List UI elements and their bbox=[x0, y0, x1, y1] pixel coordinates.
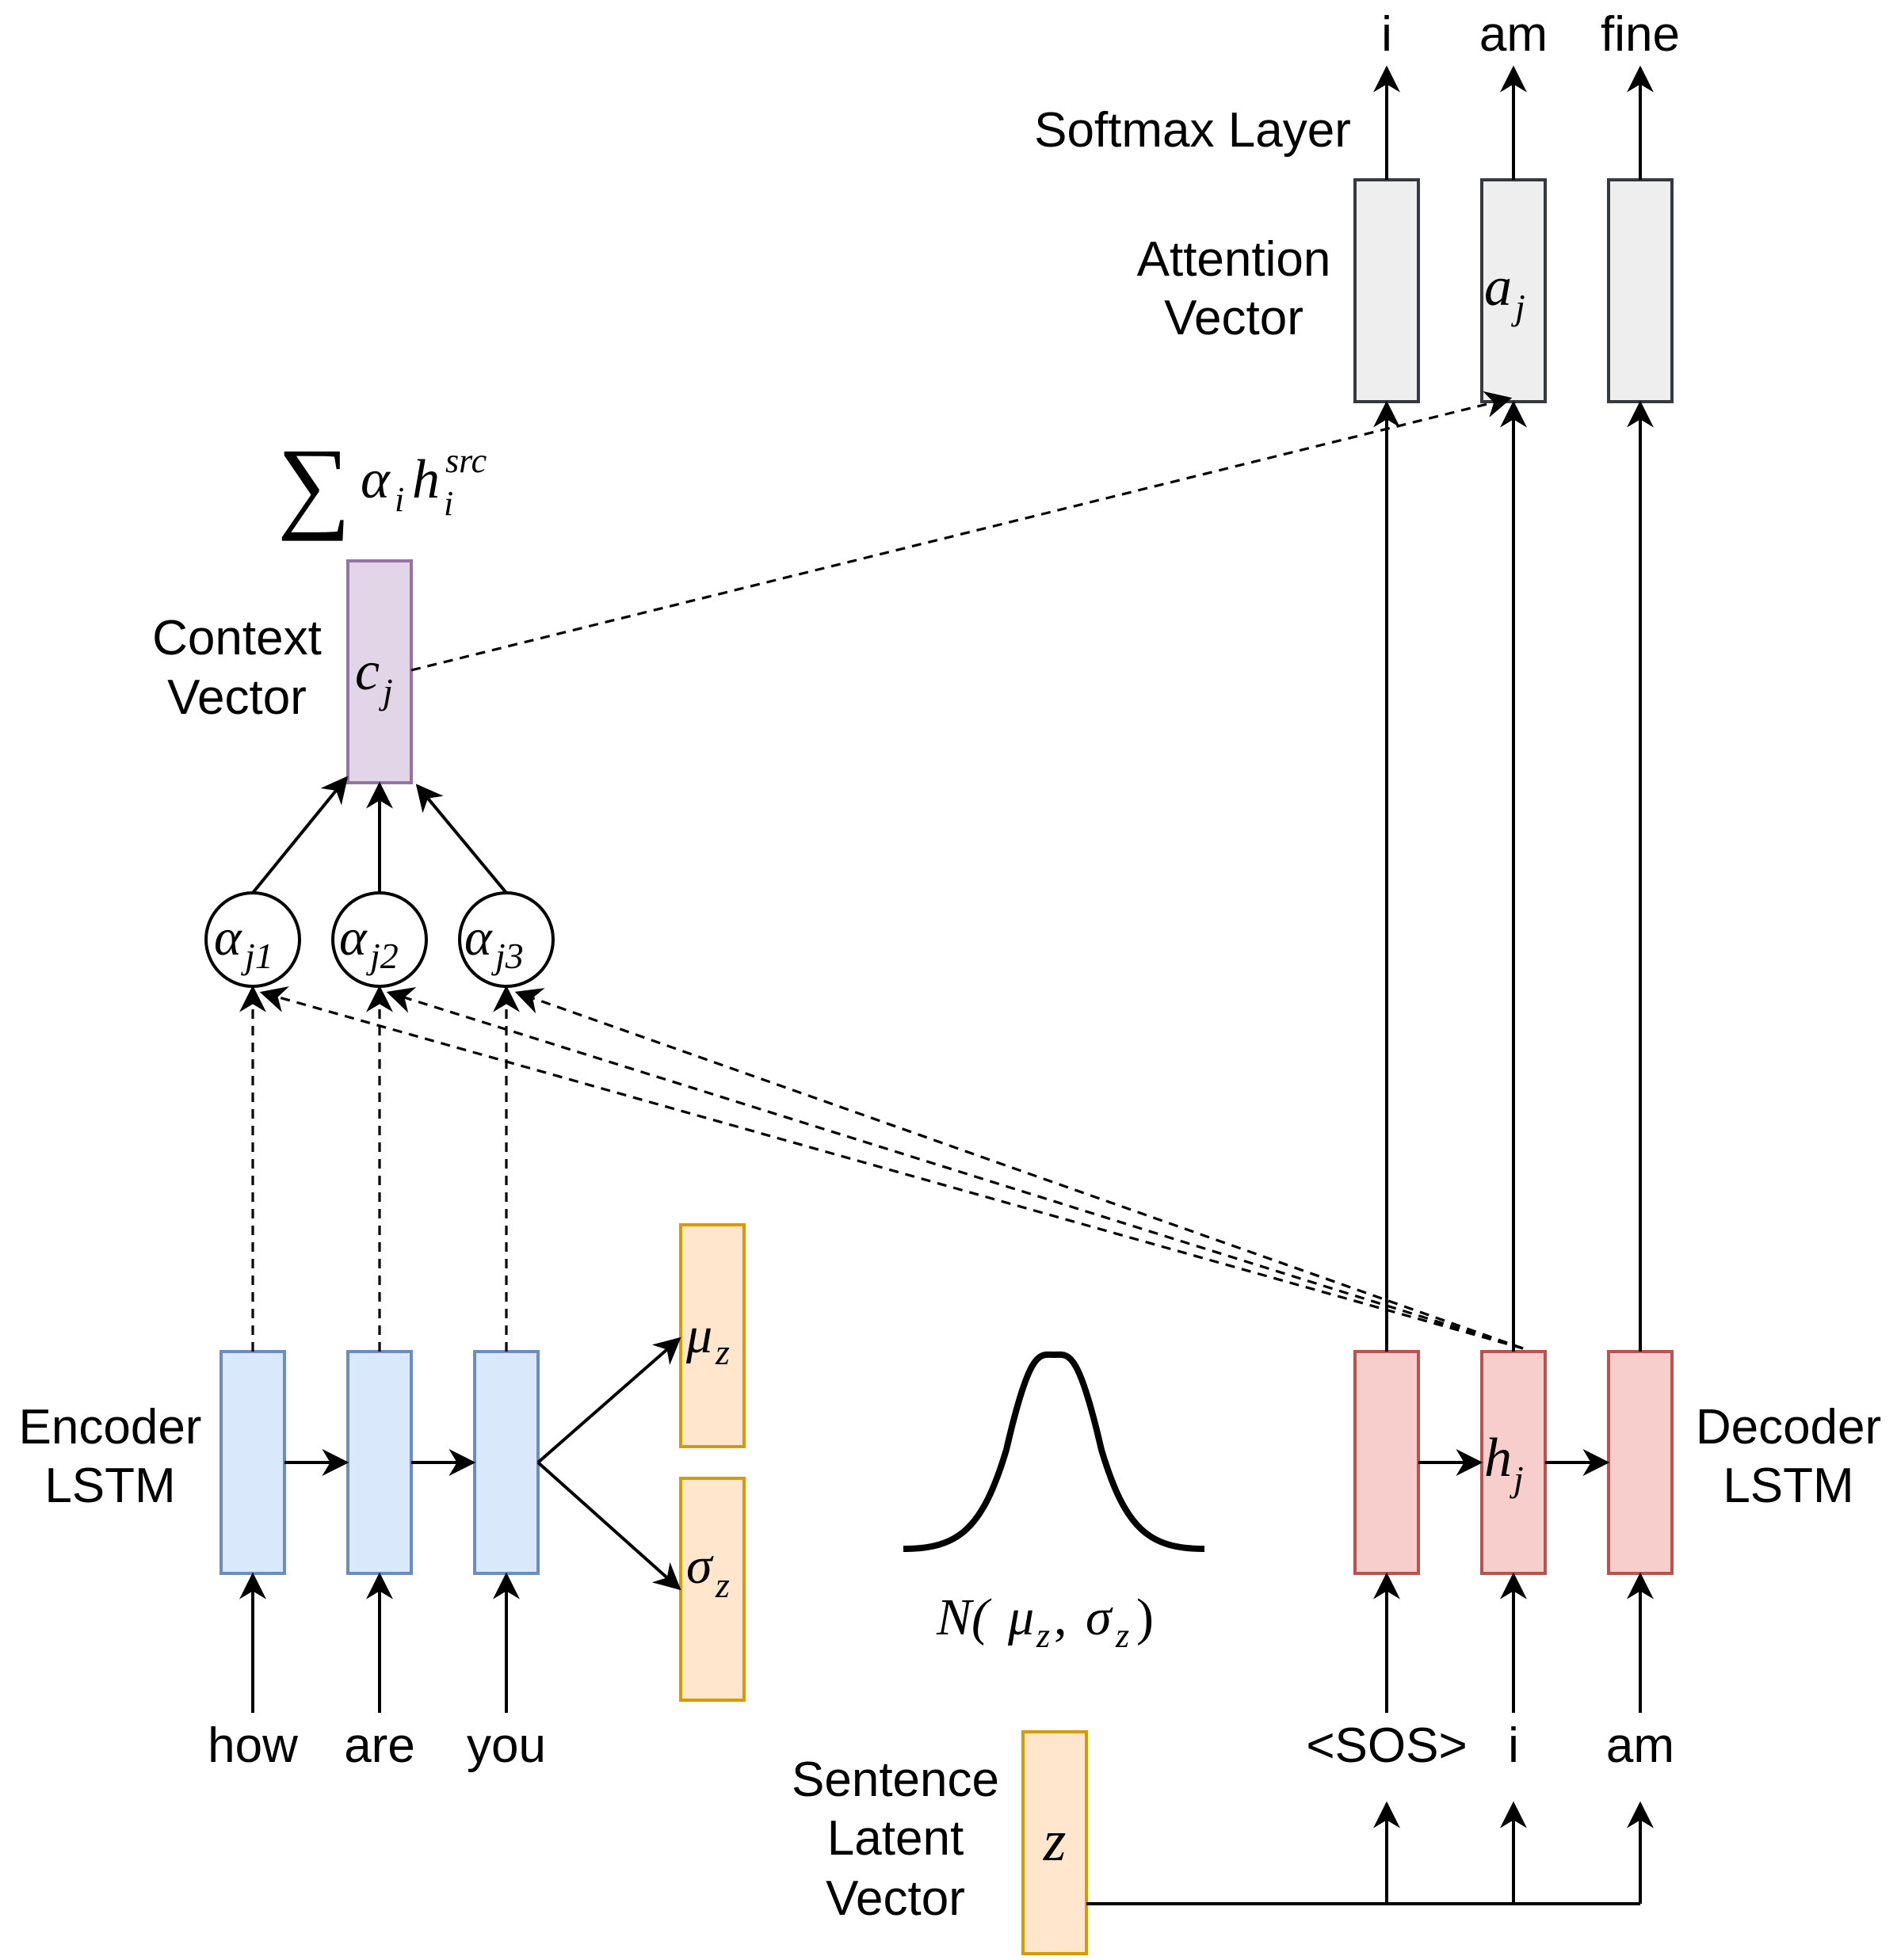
encoder-input-words: how are you bbox=[208, 1718, 546, 1773]
encoder-cell-3 bbox=[473, 1350, 540, 1575]
decoder-to-attention-arrows bbox=[1373, 400, 1654, 1352]
alpha-weight-base: α bbox=[214, 909, 242, 967]
attention-vector-symbol: a j bbox=[1484, 257, 1525, 327]
latent-branch-arrows bbox=[536, 1337, 681, 1591]
sigma-symbol-base: σ bbox=[686, 1537, 714, 1595]
latent-z-box bbox=[1021, 1730, 1088, 1955]
attention-label-line2: Vector bbox=[1164, 291, 1303, 345]
context-symbol-base: c bbox=[355, 641, 380, 702]
context-label-line2: Vector bbox=[167, 670, 307, 725]
decoder-label-line2: LSTM bbox=[1723, 1459, 1853, 1513]
attention-label-line1: Attention bbox=[1137, 232, 1331, 287]
decoder-label-line1: Decoder bbox=[1696, 1400, 1881, 1455]
normal-distribution-curve bbox=[903, 1351, 1205, 1552]
decoder-to-alpha-dashed-arrows bbox=[259, 986, 1524, 1350]
alpha-weight-subscript: j1 bbox=[241, 936, 273, 976]
alpha-weight-subscript: j3 bbox=[491, 936, 524, 976]
mu-symbol: μ z bbox=[685, 1306, 730, 1372]
sum-symbol: ∑ bbox=[277, 428, 351, 542]
latent-to-decoder-lines bbox=[1086, 1801, 1654, 1905]
context-label-line1: Context bbox=[152, 611, 322, 665]
h-subscript: i bbox=[444, 484, 453, 523]
decoder-input-word: <SOS> bbox=[1306, 1718, 1467, 1773]
mu-box bbox=[679, 1223, 746, 1448]
h-symbol: h bbox=[412, 449, 440, 510]
output-words: i am fine bbox=[1381, 7, 1680, 62]
encoder-cell-1 bbox=[219, 1350, 286, 1575]
normal-comma: , bbox=[1054, 1588, 1067, 1646]
attention-cell-3 bbox=[1607, 178, 1674, 403]
attention-vectors bbox=[1353, 178, 1674, 403]
normal-sigma: σ bbox=[1086, 1588, 1113, 1646]
output-word: fine bbox=[1601, 7, 1680, 62]
encoder-label-line2: LSTM bbox=[44, 1459, 175, 1513]
context-formula: ∑ α i h src i bbox=[277, 428, 487, 542]
attention-cell-1 bbox=[1353, 178, 1420, 403]
alpha-subscript: i bbox=[395, 480, 404, 519]
alpha-weight-subscript: j2 bbox=[366, 936, 399, 976]
output-word: i bbox=[1381, 7, 1392, 62]
latent-label-line2: Latent bbox=[827, 1811, 964, 1866]
alpha-weight-base: α bbox=[339, 909, 368, 967]
sigma-box bbox=[679, 1477, 746, 1702]
decoder-hidden-symbol: h j bbox=[1484, 1428, 1524, 1499]
z-symbol: z bbox=[1043, 1809, 1067, 1874]
encoder-input-word: are bbox=[344, 1718, 415, 1773]
normal-close-paren: ) bbox=[1136, 1588, 1154, 1646]
softmax-output-arrows bbox=[1373, 65, 1654, 180]
attention-symbol-subscript: j bbox=[1511, 287, 1525, 327]
encoder-lstm-cells bbox=[219, 1350, 540, 1575]
encoder-input-word: you bbox=[467, 1718, 546, 1773]
encoder-to-alpha-dashed-arrows bbox=[239, 985, 520, 1352]
alpha-weight-base: α bbox=[464, 909, 493, 967]
h-superscript: src bbox=[445, 441, 487, 480]
latent-label-line1: Sentence bbox=[792, 1752, 999, 1807]
decoder-cell-3 bbox=[1607, 1350, 1674, 1575]
context-input-arrows bbox=[251, 776, 508, 894]
decoder-input-arrows bbox=[1373, 1572, 1654, 1713]
softmax-label: Softmax Layer bbox=[1034, 103, 1351, 158]
latent-label-line3: Vector bbox=[826, 1871, 965, 1926]
context-symbol-subscript: j bbox=[379, 671, 393, 711]
decoder-symbol-subscript: j bbox=[1510, 1459, 1524, 1499]
encoder-input-word: how bbox=[208, 1718, 298, 1773]
attention-cell-2 bbox=[1480, 178, 1547, 403]
encoder-input-arrows bbox=[239, 1572, 520, 1713]
normal-sigma-subscript: z bbox=[1115, 1616, 1129, 1655]
alpha-weight-symbols: α j1 α j2 α j3 bbox=[214, 909, 524, 976]
mu-symbol-base: μ bbox=[685, 1306, 712, 1364]
sigma-symbol-subscript: z bbox=[715, 1565, 730, 1605]
mu-symbol-subscript: z bbox=[715, 1332, 730, 1372]
decoder-input-word: am bbox=[1606, 1718, 1674, 1773]
attention-weight-circles bbox=[204, 891, 555, 988]
context-to-attention-dashed-arrow bbox=[410, 391, 1513, 672]
alpha-symbol: α bbox=[361, 449, 391, 510]
decoder-cell-2 bbox=[1480, 1350, 1547, 1575]
context-vector-symbol: c j bbox=[355, 641, 393, 711]
attention-symbol-base: a bbox=[1484, 257, 1512, 318]
decoder-input-word: i bbox=[1508, 1718, 1519, 1773]
decoder-cell-1 bbox=[1353, 1350, 1420, 1575]
normal-mu-subscript: z bbox=[1036, 1616, 1050, 1655]
encoder-label-line1: Encoder bbox=[19, 1400, 202, 1455]
sigma-symbol: σ z bbox=[686, 1537, 730, 1605]
normal-N: N( bbox=[936, 1588, 992, 1646]
normal-distribution-label: N( μ z , σ z ) bbox=[936, 1588, 1154, 1655]
output-word: am bbox=[1479, 7, 1548, 62]
decoder-input-words: <SOS> i am bbox=[1306, 1718, 1674, 1773]
decoder-symbol-base: h bbox=[1484, 1428, 1512, 1489]
encoder-cell-2 bbox=[346, 1350, 413, 1575]
normal-mu: μ bbox=[1007, 1588, 1034, 1646]
